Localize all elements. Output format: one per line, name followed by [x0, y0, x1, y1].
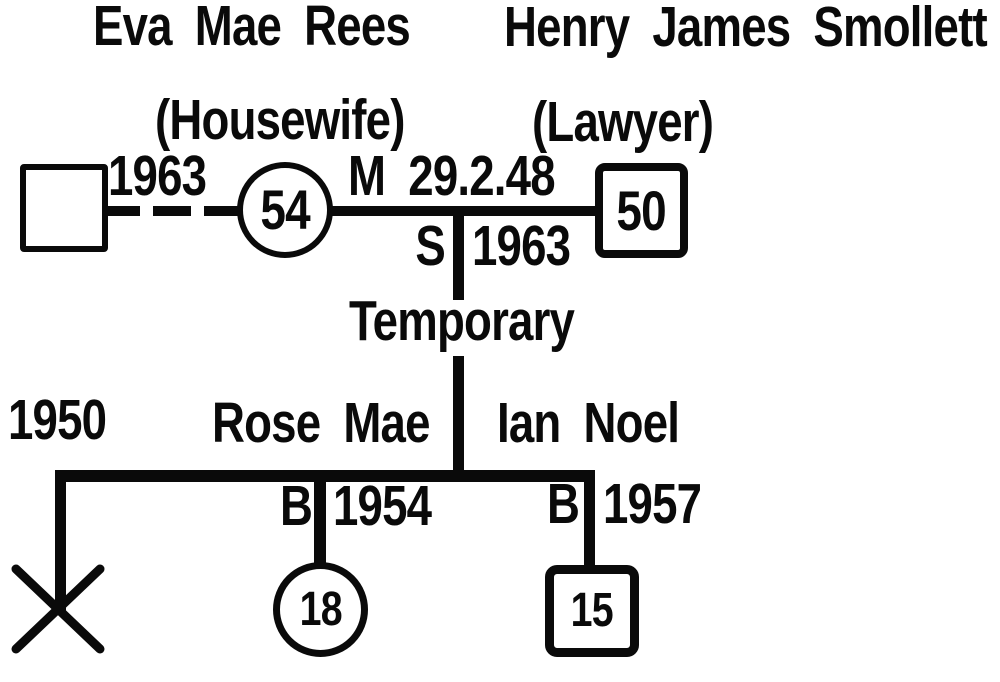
descent-line-upper: [453, 214, 464, 300]
prior-union-dash-segment: [204, 206, 239, 216]
rose-birth-year-label: 1954: [333, 474, 432, 538]
deceased-cross-icon: [11, 564, 105, 654]
father-male-square-icon: 50: [595, 163, 688, 258]
rose-drop-line: [314, 480, 326, 564]
prior-partner-male-square-icon: [20, 164, 108, 252]
father-age-label: 50: [616, 178, 667, 242]
mother-female-circle-icon: 54: [237, 162, 333, 258]
deceased-drop-line: [55, 480, 66, 611]
deceased-child-year-label: 1950: [8, 388, 107, 452]
rose-birth-letter-label: B: [279, 474, 313, 538]
father-occupation-label: (Lawyer): [532, 90, 714, 154]
ian-name-label: Ian Noel: [497, 391, 680, 455]
custody-label: Temporary: [349, 289, 575, 353]
ian-male-square-icon: 15: [545, 565, 639, 657]
mother-name-label: Eva Mae Rees: [93, 0, 411, 58]
mother-age-label: 54: [260, 178, 310, 241]
mother-occupation-label: (Housewife): [155, 88, 405, 152]
prior-union-dash-segment: [106, 206, 140, 216]
prior-union-year-label: 1963: [108, 144, 207, 208]
rose-name-label: Rose Mae: [212, 391, 430, 455]
father-name-label: Henry James Smollett: [504, 0, 988, 59]
rose-female-circle-icon: 18: [273, 562, 368, 657]
ian-birth-year-label: 1957: [603, 472, 702, 536]
ian-drop-line: [584, 480, 595, 566]
separation-letter-label: S: [415, 214, 445, 278]
marriage-line: [330, 206, 596, 216]
ian-birth-letter-label: B: [546, 472, 580, 536]
separation-year-label: 1963: [472, 214, 571, 278]
sibling-line: [55, 470, 595, 482]
marriage-date-label: M 29.2.48: [348, 144, 556, 208]
descent-line-lower: [453, 356, 464, 472]
ian-age-label: 15: [570, 584, 614, 637]
prior-union-dash-segment: [153, 206, 191, 216]
rose-age-label: 18: [299, 582, 342, 636]
